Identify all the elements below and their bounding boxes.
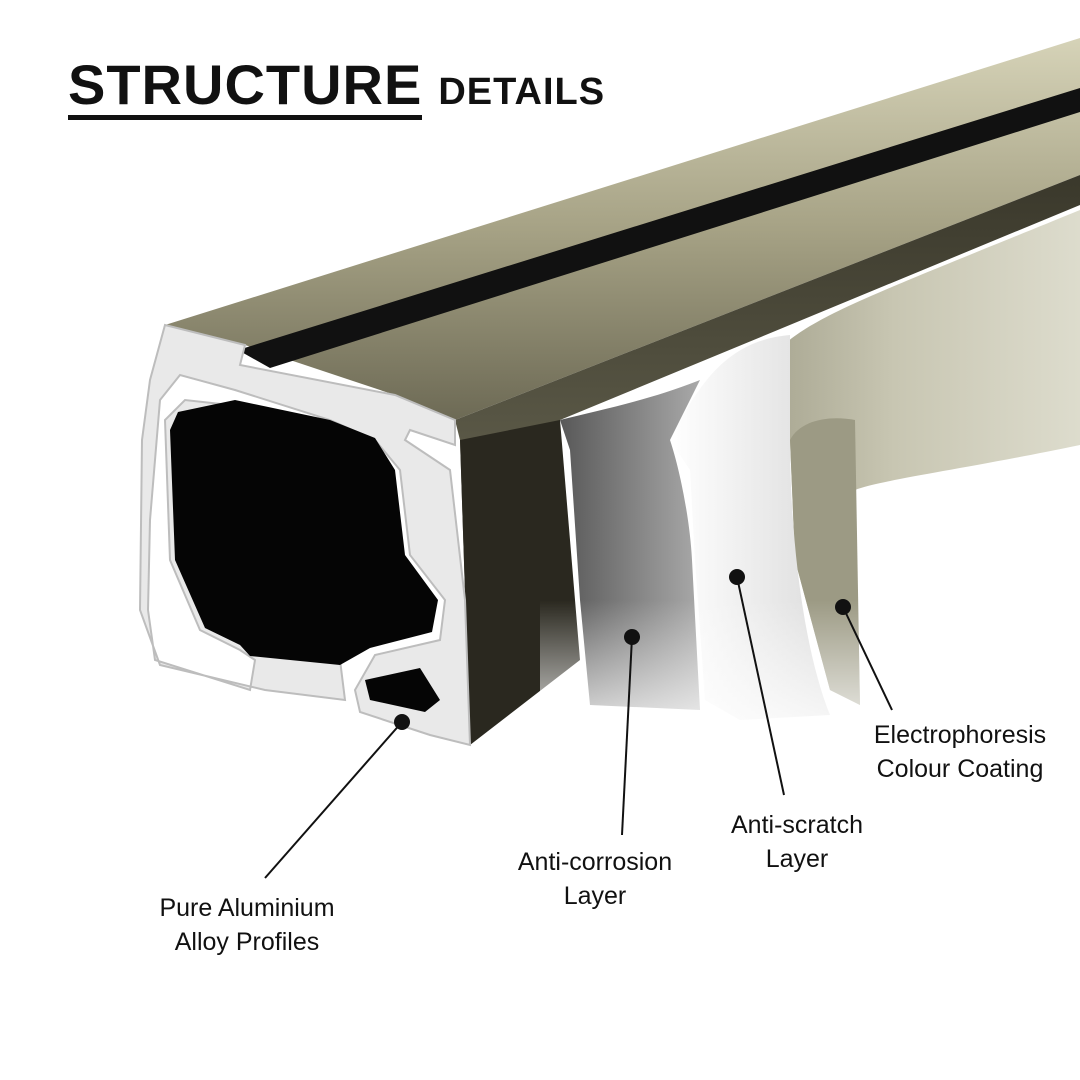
dot-aluminium xyxy=(394,714,410,730)
leader-anti-scratch xyxy=(736,576,785,796)
profile-top-slot xyxy=(238,88,1080,368)
dot-anti-corrosion xyxy=(624,629,640,645)
profile-cavity xyxy=(170,400,438,665)
label-anti-scratch: Anti-scratch Layer xyxy=(702,808,892,876)
label-aluminium: Pure Aluminium Alloy Profiles xyxy=(132,891,362,959)
profile-lower-slot xyxy=(365,668,440,712)
label-aluminium-line1: Pure Aluminium xyxy=(159,894,335,922)
label-aluminium-line2: Alloy Profiles xyxy=(174,928,320,956)
label-anti-corrosion: Anti-corrosion Layer xyxy=(490,845,700,913)
title-sub: DETAILS xyxy=(438,71,606,113)
leader-anti-corrosion xyxy=(621,636,633,836)
dot-coating xyxy=(835,599,851,615)
label-coating: Electrophoresis Colour Coating xyxy=(850,718,1070,786)
label-anti-corrosion-line1: Anti-corrosion xyxy=(517,848,673,876)
label-anti-corrosion-line2: Layer xyxy=(563,882,627,910)
label-anti-scratch-line2: Layer xyxy=(765,845,829,873)
title-main: STRUCTURE xyxy=(68,56,423,121)
label-coating-line1: Electrophoresis xyxy=(873,721,1047,749)
leader-aluminium xyxy=(264,721,403,879)
label-coating-line2: Colour Coating xyxy=(876,755,1044,783)
title: STRUCTURE DETAILS xyxy=(68,56,606,121)
leader-coating xyxy=(842,606,893,711)
label-anti-scratch-line1: Anti-scratch xyxy=(731,811,863,839)
dot-anti-scratch xyxy=(729,569,745,585)
